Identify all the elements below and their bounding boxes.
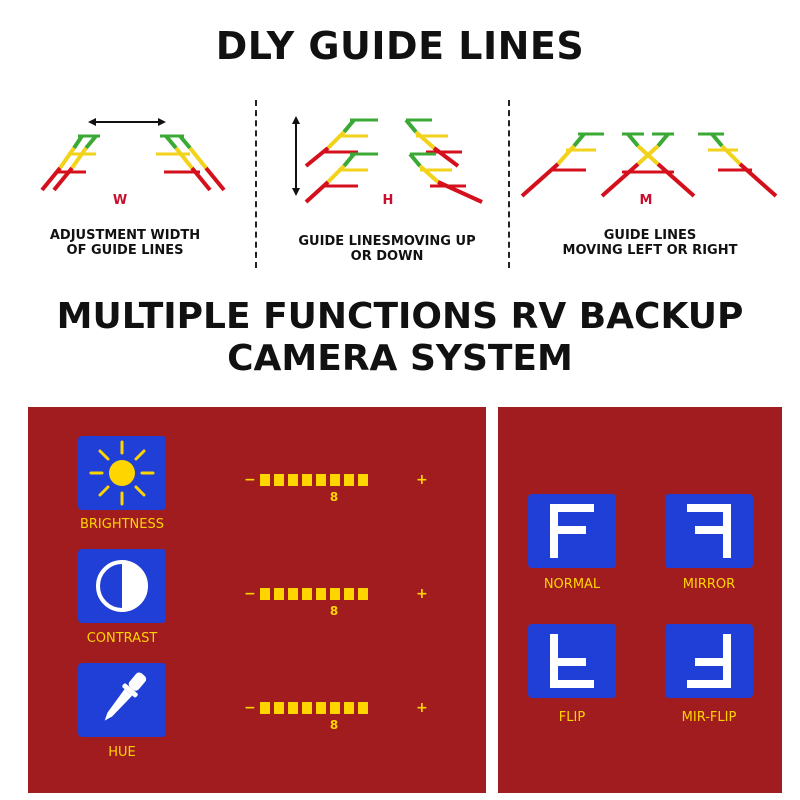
contrast-level[interactable]: − + 8 — [244, 584, 444, 624]
panel-m-caption: GUIDE LINES MOVING LEFT OR RIGHT — [540, 228, 760, 258]
panel-h-caption-line2: OR DOWN — [350, 249, 424, 264]
level-bar-segment — [330, 588, 340, 600]
dropper-icon — [104, 672, 147, 721]
level-bar-segment — [288, 474, 298, 486]
level-bar-segment — [260, 588, 270, 600]
image-adjust-panel: BRIGHTNESS − + 8 CONTRAST − + 8 HUE − + — [28, 407, 486, 793]
mode-mirflip-label: MIR-FLIP — [681, 710, 737, 725]
panel-w-caption-line1: ADJUSTMENT WIDTH — [49, 228, 201, 243]
level-bar-segment — [274, 588, 284, 600]
guide-lines-lower — [304, 152, 483, 204]
contrast-label: CONTRAST — [86, 631, 158, 646]
brightness-tile[interactable] — [78, 436, 166, 510]
mode-mirror-label: MIRROR — [682, 577, 736, 592]
panel-w-letter: W — [112, 193, 128, 208]
image-mode-panel: NORMAL MIRROR FLIP M — [498, 407, 782, 793]
hue-tile[interactable] — [78, 663, 166, 737]
level-bar-segment — [358, 588, 368, 600]
f-mirror-icon — [687, 504, 731, 558]
level-bar-segment — [316, 474, 326, 486]
level-bar-segment — [316, 588, 326, 600]
guide-move-diagram — [520, 132, 778, 198]
brightness-label: BRIGHTNESS — [79, 517, 165, 532]
panel-h-caption-line1: GUIDE LINESMOVING UP — [298, 234, 476, 249]
contrast-value: 8 — [329, 604, 339, 618]
hue-bars — [260, 702, 368, 714]
level-bar-segment — [358, 702, 368, 714]
contrast-tile[interactable] — [78, 549, 166, 623]
level-bar-segment — [330, 702, 340, 714]
double-arrow-horizontal-icon — [88, 118, 166, 126]
contrast-icon — [96, 560, 148, 612]
panel-w-caption: ADJUSTMENT WIDTH OF GUIDE LINES — [30, 228, 220, 258]
level-bar-segment — [344, 588, 354, 600]
level-bar-segment — [302, 702, 312, 714]
hue-level[interactable]: − + 8 — [244, 698, 444, 738]
panel-h-caption: GUIDE LINESMOVING UP OR DOWN — [282, 234, 492, 264]
mode-mirflip-tile[interactable] — [665, 624, 753, 698]
hue-increase-button[interactable]: + — [416, 700, 428, 716]
brightness-level[interactable]: − + 8 — [244, 470, 444, 510]
level-bar-segment — [344, 702, 354, 714]
mode-flip-label: FLIP — [558, 710, 586, 725]
contrast-bars — [260, 588, 368, 600]
level-bar-segment — [316, 702, 326, 714]
guide-width-diagram — [40, 118, 226, 192]
level-bar-segment — [330, 474, 340, 486]
brightness-increase-button[interactable]: + — [416, 472, 428, 488]
guide-lines-center-set — [600, 132, 696, 198]
guide-lines-left — [40, 134, 100, 192]
level-bar-segment — [358, 474, 368, 486]
guide-lines-right — [156, 134, 226, 192]
brightness-value: 8 — [329, 490, 339, 504]
hue-decrease-button[interactable]: − — [244, 700, 256, 716]
panel-m-caption-line2: MOVING LEFT OR RIGHT — [562, 243, 738, 258]
section-title-line1: MULTIPLE FUNCTIONS RV BACKUP — [56, 296, 744, 337]
level-bar-segment — [260, 474, 270, 486]
level-bar-segment — [274, 702, 284, 714]
hue-value: 8 — [329, 718, 339, 732]
section-title-line2: CAMERA SYSTEM — [227, 338, 573, 379]
mode-mirror-tile[interactable] — [665, 494, 753, 568]
brightness-decrease-button[interactable]: − — [244, 472, 256, 488]
guide-lines-right-set — [698, 132, 778, 198]
sun-icon — [89, 440, 155, 506]
contrast-decrease-button[interactable]: − — [244, 586, 256, 602]
mode-normal-tile[interactable] — [528, 494, 616, 568]
divider-2 — [508, 100, 510, 268]
guide-lines-upper — [304, 118, 462, 168]
level-bar-segment — [302, 588, 312, 600]
level-bar-segment — [260, 702, 270, 714]
guide-height-diagram — [292, 116, 483, 204]
panel-w-caption-line2: OF GUIDE LINES — [66, 243, 184, 258]
guide-lines-left-set — [520, 132, 604, 198]
page-title: DLY GUIDE LINES — [215, 24, 585, 68]
level-bar-segment — [288, 588, 298, 600]
section-title: MULTIPLE FUNCTIONS RV BACKUP CAMERA SYST… — [0, 296, 800, 380]
panel-m-caption-line1: GUIDE LINES — [603, 228, 697, 243]
panel-m-letter: M — [639, 193, 653, 208]
f-mirflip-icon — [687, 634, 731, 688]
mode-normal-label: NORMAL — [543, 577, 601, 592]
level-bar-segment — [302, 474, 312, 486]
hue-label: HUE — [108, 745, 136, 760]
mode-flip-tile[interactable] — [528, 624, 616, 698]
f-flip-icon — [550, 634, 594, 688]
contrast-increase-button[interactable]: + — [416, 586, 428, 602]
level-bar-segment — [288, 702, 298, 714]
f-normal-icon — [550, 504, 594, 558]
panel-h-letter: H — [382, 193, 394, 208]
divider-1 — [255, 100, 257, 268]
level-bar-segment — [344, 474, 354, 486]
double-arrow-vertical-icon — [292, 116, 300, 196]
brightness-bars — [260, 474, 368, 486]
level-bar-segment — [274, 474, 284, 486]
